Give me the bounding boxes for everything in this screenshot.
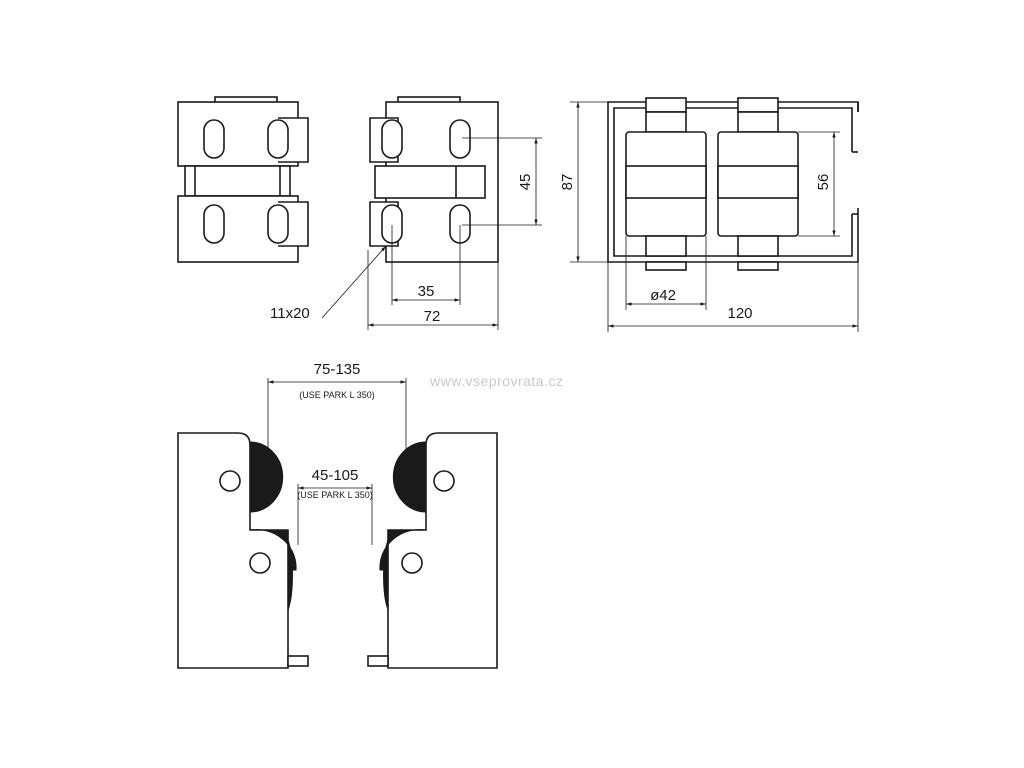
dim-slot-size: 11x20 (270, 305, 310, 322)
watermark: www.vseprovrata.cz (429, 373, 563, 389)
side-view: 87 56 ø42 120 (559, 97, 859, 332)
dim-slot-spacing: 35 (418, 283, 435, 300)
dim-roller-diameter: ø42 (650, 287, 676, 304)
dim-range-inner: 45-105 (312, 467, 359, 484)
dim-range-inner-note: (USE PARK L 350) (297, 490, 373, 500)
front-view-left (177, 96, 309, 263)
dim-roller-spacing: 56 (815, 174, 832, 191)
dim-length: 120 (727, 305, 752, 322)
dim-height: 87 (559, 174, 576, 191)
dim-range-outer: 75-135 (314, 361, 361, 378)
bottom-assembly-view: 75-135 (USE PARK L 350) 45-105 (USE PARK… (177, 361, 498, 669)
dim-slot-vertical: 45 (517, 174, 534, 191)
dim-range-outer-note: (USE PARK L 350) (299, 390, 375, 400)
dim-width-front: 72 (424, 308, 441, 325)
front-view-dimensioned: 45 35 72 11x20 (270, 96, 542, 330)
